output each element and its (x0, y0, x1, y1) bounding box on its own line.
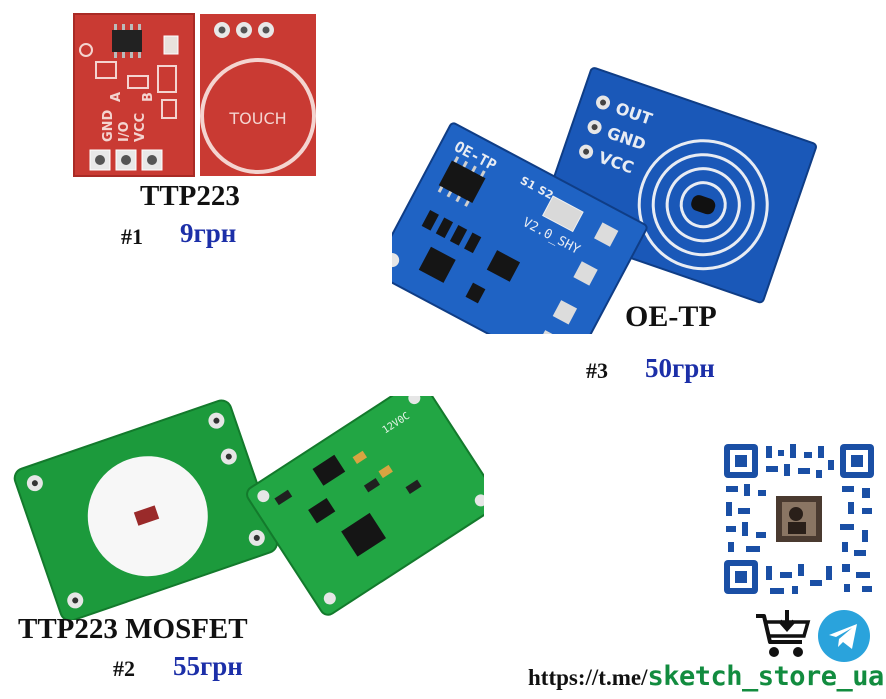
ttp223-board-image: GND I/O VCC A B TOUCH (72, 12, 318, 178)
product-1-number: #1 (121, 224, 143, 249)
qr-code-icon[interactable] (722, 442, 876, 596)
url-prefix: https://t.me/ (528, 665, 648, 690)
product-2-name: TTP223 MOSFET (18, 613, 248, 645)
shopping-cart-icon[interactable] (754, 610, 812, 660)
product-1-name: TTP223 (140, 180, 240, 212)
switch-s2: S2 (536, 183, 556, 202)
product-1-price: 9грн (180, 218, 237, 248)
product-3-number: #3 (586, 358, 608, 383)
product-3-price: 50грн (645, 353, 715, 383)
oe-tp-board-image: OUT GND VCC OE-TP S1 S2 V2.0_SHY (392, 67, 817, 334)
switch-s1: S1 (518, 174, 538, 193)
pin-label-gnd: GND (101, 109, 116, 142)
url-handle: sketch_store_ua (647, 661, 884, 692)
pin-mark-b: B (141, 92, 156, 102)
pin-label-io: I/O (117, 121, 132, 142)
pin-mark-a: A (109, 92, 124, 102)
touch-pad-label: TOUCH (228, 109, 286, 128)
telegram-icon[interactable] (818, 610, 870, 662)
mosfet-board-image: 12V0C (13, 396, 484, 620)
product-2-price: 55грн (173, 651, 243, 681)
product-2-number: #2 (113, 656, 135, 681)
pin-label-vcc: VCC (133, 113, 148, 142)
telegram-link[interactable]: https://t.me/sketch_store_ua (528, 661, 884, 692)
product-3-name: OE-TP (625, 300, 717, 333)
